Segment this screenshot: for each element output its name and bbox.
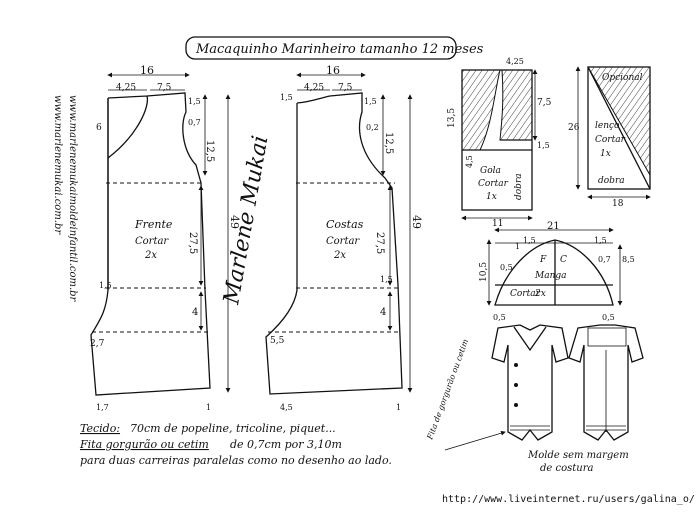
romper-illustration (491, 324, 644, 441)
sleeve-dim-cap-in-left: 0,5 (500, 263, 513, 272)
seam-note-2: de costura (540, 463, 593, 474)
back-dim-width: 16 (326, 64, 340, 77)
front-dim-side: 1,5 (99, 281, 112, 290)
back-dim-armhole-in: 0,2 (366, 123, 379, 132)
back-piece: 16 4,25 7,5 1,5 1,5 0,2 12,5 49 27,5 1,5… (265, 64, 423, 412)
collar-qty: 1x (486, 192, 497, 202)
scarf-dim-width: 18 (612, 199, 624, 209)
collar-piece: 4,25 7,5 13,5 1,5 4,5 11 Gola Cortar 1x … (447, 57, 552, 229)
front-dim-neck: 4,25 (116, 83, 136, 93)
sleeve-dim-height-left: 10,5 (479, 262, 489, 282)
collar-label: Gola (480, 166, 501, 176)
collar-dim-inner: 4,5 (465, 155, 474, 168)
front-dim-upper: 12,5 (204, 140, 215, 162)
sleeve-dim-width: 21 (547, 221, 560, 232)
collar-dim-top: 4,25 (506, 57, 524, 66)
back-cut: Cortar (326, 236, 360, 247)
seam-note-1: Molde sem margem (527, 450, 629, 461)
front-cut: Cortar (135, 236, 169, 247)
back-dim-upper: 12,5 (383, 132, 394, 154)
scarf-cut: Cortar (595, 135, 626, 145)
back-dim-body: 27,5 (374, 232, 385, 254)
back-dim-side: 1,5 (380, 275, 393, 284)
sleeve-dim-cap-in-right: 0,7 (598, 255, 611, 264)
back-dim-total: 49 (410, 215, 423, 229)
front-dim-hem-left: 1,7 (96, 403, 109, 412)
ribbon-instructions: para duas carreiras paralelas como no de… (80, 454, 392, 467)
sleeve-back-mark: C (560, 255, 567, 265)
back-dim-crotch: 5,5 (270, 336, 285, 346)
ribbon-text: de 0,7cm por 3,10m (230, 438, 342, 451)
scarf-fold: dobra (598, 176, 625, 186)
collar-dim-left: 13,5 (447, 108, 457, 128)
front-dim-armhole-in: 0,7 (188, 118, 201, 127)
scarf-label: lenço (595, 121, 620, 131)
front-dim-crotch: 2,7 (90, 339, 105, 349)
back-dim-neck-drop: 1,5 (280, 93, 293, 102)
signature: Marlene Mukai (219, 134, 273, 307)
back-qty: 2x (333, 250, 346, 261)
front-dim-width: 16 (140, 64, 154, 77)
collar-cut: Cortar (478, 179, 509, 189)
fabric-text: 70cm de popeline, tricoline, piquet... (130, 422, 336, 435)
sleeve-piece: 21 1,5 1,5 0,5 0,7 10,5 8,5 1 0,5 0,5 F … (479, 221, 635, 322)
back-label: Costas (326, 218, 364, 231)
front-dim-leg: 4 (192, 307, 198, 318)
footer-url: http://www.liveinternet.ru/users/galina_… (442, 494, 695, 505)
front-dim-shoulder: 7,5 (157, 83, 172, 93)
scarf-dim-height: 26 (568, 123, 580, 133)
sleeve-cut: Cortar (510, 289, 541, 299)
collar-dim-right: 7,5 (537, 98, 552, 108)
sleeve-dim-marker: 1 (515, 242, 520, 251)
front-label: Frente (134, 218, 173, 231)
back-dim-neck: 4,25 (304, 83, 324, 93)
sleeve-label: Manga (534, 271, 567, 281)
site-url-1: www.marlenemukai.com.br (52, 95, 63, 235)
front-dim-neck-drop: 6 (96, 123, 102, 133)
sleeve-dim-hem-right: 0,5 (602, 313, 615, 322)
notes: Tecido: 70cm de popeline, tricoline, piq… (79, 338, 629, 474)
site-url-2: www.marlenemukaimoldeinfantil.com.br (67, 95, 78, 303)
scarf-optional: Opcional (602, 73, 643, 83)
front-qty: 2x (144, 250, 157, 261)
collar-fold: dobra (514, 173, 524, 200)
collar-dim-bottom: 11 (492, 219, 503, 229)
front-dim-hem-right: 1 (206, 403, 211, 412)
ribbon-label: Fita gorgurão ou cetim (79, 438, 209, 451)
collar-dim-side: 1,5 (537, 141, 550, 150)
scarf-piece: Opcional 26 18 lenço Cortar 1x dobra (568, 66, 651, 209)
sleeve-dim-cap-left: 1,5 (523, 236, 536, 245)
ribbon-note: Fita de gorgurão ou cetim (425, 338, 470, 442)
front-dim-total: 49 (228, 215, 241, 229)
sleeve-front-mark: F (539, 255, 547, 265)
fabric-label: Tecido: (80, 422, 120, 435)
front-piece: 16 4,25 7,5 1,5 0,7 12,5 6 49 27,5 1,5 4… (90, 64, 241, 412)
back-dim-shoulder: 7,5 (338, 83, 353, 93)
sleeve-dim-height-right: 8,5 (622, 255, 635, 264)
sleeve-dim-hem-left: 0,5 (493, 313, 506, 322)
sleeve-qty: 2x (534, 289, 546, 299)
back-dim-hem-left: 4,5 (280, 403, 293, 412)
sleeve-dim-cap-right: 1,5 (594, 236, 607, 245)
front-dim-armhole-top: 1,5 (188, 97, 201, 106)
scarf-qty: 1x (600, 149, 611, 159)
front-dim-body: 27,5 (187, 232, 198, 254)
back-dim-hem-right: 1 (396, 403, 401, 412)
back-dim-leg: 4 (380, 307, 386, 318)
page-title: Macaquinho Marinheiro tamanho 12 meses (195, 42, 484, 57)
title-box: Macaquinho Marinheiro tamanho 12 meses (185, 36, 484, 60)
back-dim-armhole-top: 1,5 (364, 97, 377, 106)
